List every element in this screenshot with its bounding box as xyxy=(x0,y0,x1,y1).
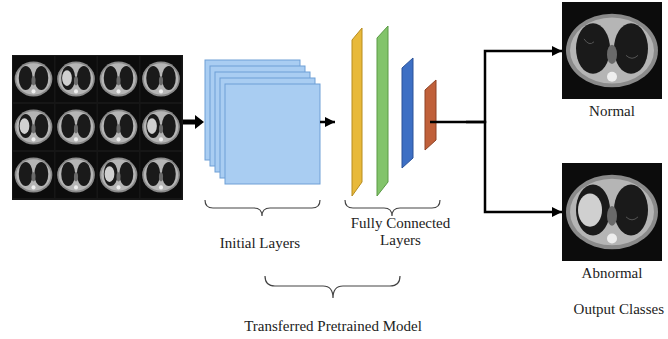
output-ct-images xyxy=(562,2,662,261)
layer-label: Normal xyxy=(562,103,662,120)
ct-scan xyxy=(141,104,182,150)
caption-label: Transferred Pretrained Model xyxy=(244,318,422,335)
layer-label: Initial Layers xyxy=(195,235,325,252)
ct-scan xyxy=(98,56,139,102)
output-class: Normal xyxy=(562,2,662,124)
layer-line xyxy=(430,121,466,124)
fully-connected-group: Fully Connected Layers xyxy=(335,25,466,254)
ct-scan xyxy=(141,152,182,198)
fully-connected-bars xyxy=(352,26,436,196)
flow-arrow xyxy=(466,51,562,122)
layer-label: Abnormal xyxy=(562,265,662,282)
brace xyxy=(345,200,440,216)
ct-scan xyxy=(141,56,182,102)
ct-scan xyxy=(13,152,54,198)
ct-scan xyxy=(56,56,97,102)
ct-scan xyxy=(562,163,662,261)
ct-scan xyxy=(56,152,97,198)
ct-scan xyxy=(13,104,54,150)
output-class: Abnormal xyxy=(562,163,662,286)
layer-stack-group: Initial Layers xyxy=(195,55,325,256)
input-ct-grid xyxy=(12,55,183,200)
ct-scan xyxy=(98,104,139,150)
brace xyxy=(265,276,400,298)
ct-scan xyxy=(13,56,54,102)
flow-arrow xyxy=(466,122,562,212)
layer-label: Fully Connected Layers xyxy=(335,215,466,250)
layer-stack xyxy=(205,60,320,184)
input-arrow xyxy=(183,115,204,129)
caption-label: Output Classes xyxy=(574,301,664,318)
flow-arrow xyxy=(325,121,335,124)
ct-scan xyxy=(98,152,139,198)
ct-scan xyxy=(56,104,97,150)
brace xyxy=(205,200,320,216)
layer-line xyxy=(320,121,326,124)
ct-scan xyxy=(562,2,662,99)
